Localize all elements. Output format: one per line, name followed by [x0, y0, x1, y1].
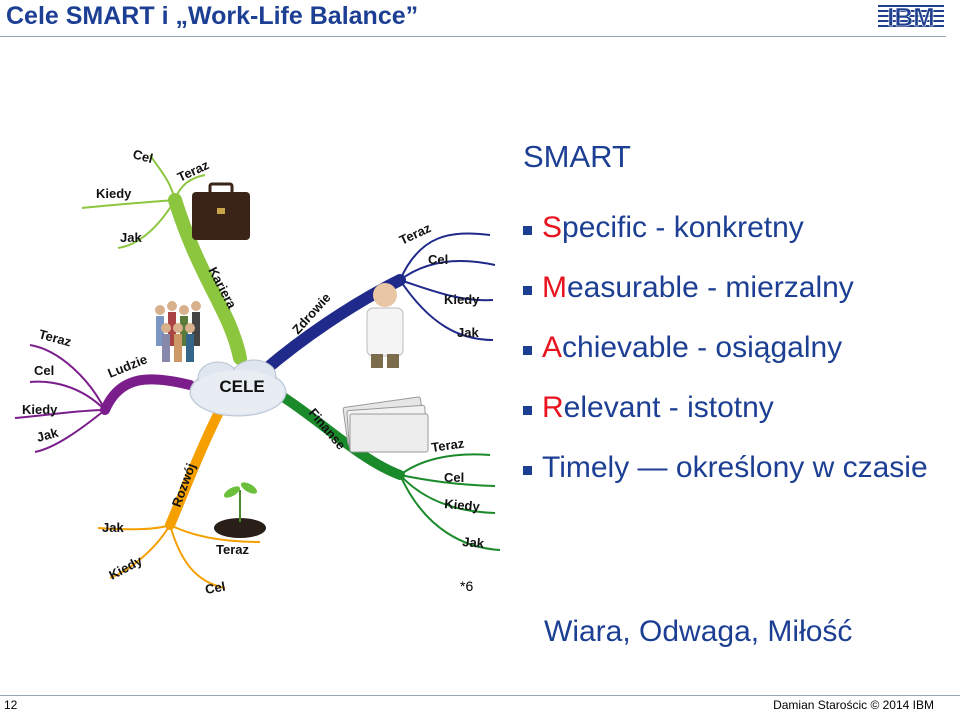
smart-item-timely: Timely ― określony w czasie — [523, 438, 928, 498]
smart-text: chievable - osiągalny — [562, 331, 843, 364]
smart-text: pecific - konkretny — [562, 211, 804, 244]
branch-label-rozwoj: Rozwój — [169, 461, 199, 509]
ludzie-leaf-kiedy: Kiedy — [22, 402, 58, 417]
bullet-icon — [523, 465, 532, 475]
kariera-leaf-cel: Cel — [131, 146, 154, 166]
rozwoj-leaf-jak: Jak — [102, 520, 124, 535]
smart-heading: SMART — [523, 139, 631, 174]
branch-label-finanse: Finanse — [306, 405, 349, 452]
smart-text: Timely ― określony w czasie — [542, 451, 928, 484]
footer-credit: Damian Starościc © 2014 IBM — [773, 698, 934, 712]
center-cloud — [189, 359, 287, 417]
ludzie-leaf-jak: Jak — [35, 425, 61, 445]
kariera-leaf-jak: Jak — [120, 230, 142, 245]
smart-text: easurable - mierzalny — [567, 271, 854, 304]
mind-map: CELE Kariera Zdrowie Ludzie Finanse Rozw… — [14, 146, 501, 597]
finanse-leaf-teraz: Teraz — [430, 435, 465, 455]
zdrowie-leaf-jak: Jak — [457, 325, 479, 340]
kariera-leaf-teraz: Teraz — [175, 157, 212, 185]
rozwoj-leaf-teraz: Teraz — [216, 542, 249, 557]
smart-text: elevant - istotny — [563, 391, 774, 424]
briefcase-icon — [192, 182, 250, 240]
finanse-leaf-jak: Jak — [462, 534, 486, 551]
bullet-icon — [523, 405, 532, 415]
people-icon — [155, 301, 201, 362]
finanse-leaf-kiedy: Kiedy — [444, 496, 481, 514]
seedling-icon — [214, 482, 266, 538]
money-icon — [342, 396, 429, 453]
smart-letter: R — [542, 391, 564, 424]
doctor-icon — [366, 283, 404, 368]
smart-letter: S — [542, 211, 563, 244]
zdrowie-leaf-cel: Cel — [428, 252, 448, 267]
title-rule — [0, 36, 946, 37]
values-text: Wiara, Odwaga, Miłość — [544, 615, 853, 648]
ludzie-leaf-teraz: Teraz — [37, 326, 73, 349]
smart-letter: A — [542, 331, 563, 364]
slide-title: Cele SMART i „Work-Life Balance” — [6, 2, 419, 30]
smart-letter: M — [542, 271, 567, 304]
zdrowie-leaf-kiedy: Kiedy — [444, 292, 480, 307]
bullet-icon — [523, 225, 532, 235]
logo-text: IBM — [887, 2, 935, 32]
rozwoj-leaf-kiedy: Kiedy — [106, 552, 145, 582]
ludzie-leaf-cel: Cel — [34, 363, 54, 378]
footer-rule — [0, 695, 960, 696]
bullet-icon — [523, 285, 532, 295]
footnote: *6 — [460, 578, 474, 594]
rozwoj-leaf-cel: Cel — [204, 579, 227, 597]
finanse-leaf-cel: Cel — [444, 470, 464, 485]
kariera-leaf-kiedy: Kiedy — [96, 186, 132, 201]
bullet-icon — [523, 345, 532, 355]
page-number: 12 — [4, 698, 18, 712]
center-label: CELE — [219, 377, 264, 396]
ibm-logo: IBM — [878, 2, 944, 32]
